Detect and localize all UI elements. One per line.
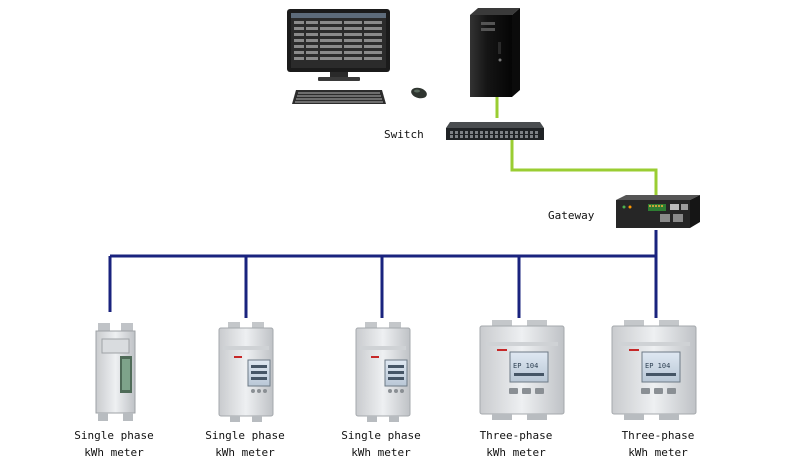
gateway-icon — [616, 195, 700, 228]
meter-label-line1: Single phase — [205, 429, 285, 442]
keyboard-icon — [292, 90, 386, 104]
meter-label: Single phase kWh meter — [54, 427, 174, 461]
switch-label: Switch — [384, 128, 424, 141]
gateway-label: Gateway — [548, 209, 595, 222]
meter-label: Three-phase kWh meter — [456, 427, 576, 461]
meter-label-line1: Three-phase — [621, 429, 695, 442]
meter-label-line1: Three-phase — [479, 429, 553, 442]
three-phase-meter-icon: EP 104 — [479, 320, 565, 420]
monitor-icon — [287, 9, 390, 81]
switch-icon — [446, 122, 544, 140]
single-phase-meter-icon — [355, 322, 411, 422]
lcd-readout: EP 104 — [513, 362, 538, 370]
meter-label-line1: Single phase — [74, 429, 154, 442]
meter-label-line2: kWh meter — [84, 446, 144, 459]
single-phase-meter-icon — [218, 322, 274, 422]
single-phase-meter-slim-icon — [95, 323, 136, 421]
rs485-bus — [108, 230, 658, 318]
pc-tower-icon — [470, 8, 520, 97]
meter-label-line2: kWh meter — [215, 446, 275, 459]
meter-label-line1: Single phase — [341, 429, 421, 442]
meter-label-line2: kWh meter — [351, 446, 411, 459]
three-phase-meter-icon: EP 104 — [611, 320, 697, 420]
meter-label-line2: kWh meter — [486, 446, 546, 459]
lcd-readout: EP 104 — [645, 362, 670, 370]
ethernet-links — [495, 97, 658, 200]
mouse-icon — [411, 87, 427, 99]
meter-label: Single phase kWh meter — [185, 427, 305, 461]
meter-label: Single phase kWh meter — [321, 427, 441, 461]
meter-label: Three-phase kWh meter — [598, 427, 718, 461]
meter-label-line2: kWh meter — [628, 446, 688, 459]
